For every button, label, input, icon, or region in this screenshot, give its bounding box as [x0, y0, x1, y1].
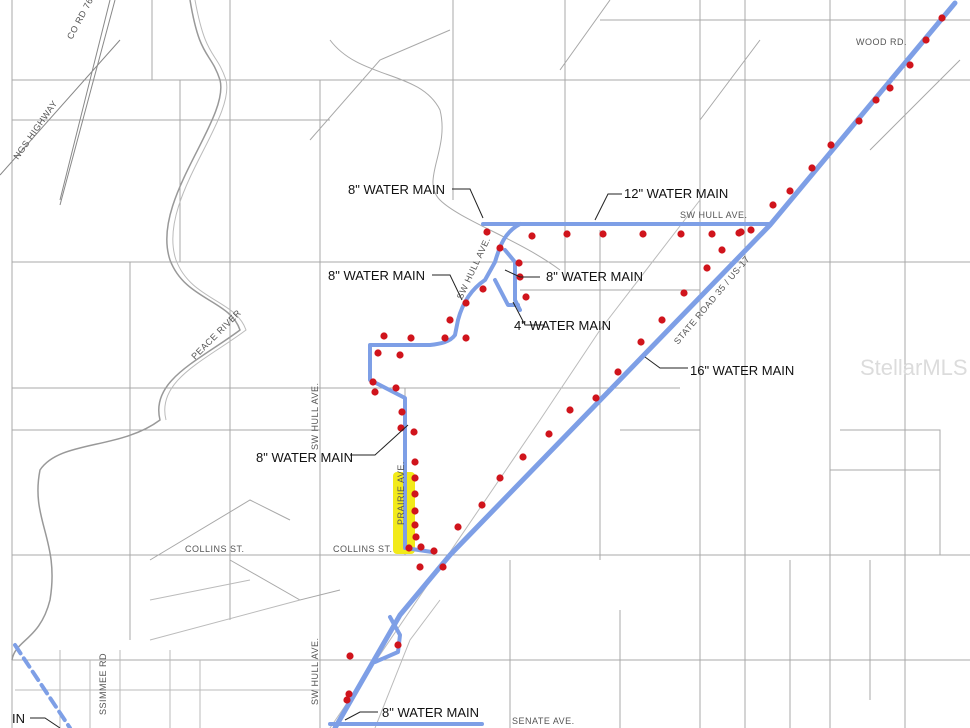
water-main-west-dashed: [13, 643, 72, 728]
hydrant-marker: [563, 230, 571, 238]
hydrant-marker: [369, 378, 377, 386]
road-label-highway: NGS HIGHWAY: [11, 98, 59, 161]
hydrant-marker: [566, 406, 574, 414]
hydrant-marker: [407, 334, 415, 342]
hydrant-marker: [637, 338, 645, 346]
road-label-prairie-ave: PRAIRIE AVE.: [396, 461, 406, 525]
road-label-co-rd: CO RD 769: [65, 0, 98, 41]
hydrant-marker: [680, 289, 688, 297]
hydrant-marker: [922, 36, 930, 44]
label-8in-prairie: 8" WATER MAIN: [256, 450, 353, 465]
hydrant-marker: [769, 201, 777, 209]
water-main-16in-sr35: [332, 0, 958, 728]
hydrant-marker: [747, 226, 755, 234]
hydrant-marker: [439, 563, 447, 571]
peace-river-bank: [164, 0, 247, 421]
water-mains: [13, 0, 958, 728]
hydrant-marker: [416, 563, 424, 571]
hydrant-marker: [545, 430, 553, 438]
hydrant-marker: [855, 117, 863, 125]
hydrant-marker: [703, 264, 711, 272]
hydrant-marker: [592, 394, 600, 402]
peace-river: [11, 0, 241, 661]
label-cutoff: IN: [12, 711, 25, 726]
hydrant-marker: [345, 690, 353, 698]
road-label-collins-west: COLLINS ST.: [185, 544, 245, 554]
hydrant-marker: [519, 453, 527, 461]
hydrant-marker: [462, 299, 470, 307]
hydrant-marker: [398, 408, 406, 416]
hydrants: [343, 14, 946, 704]
road-label-hull-ave-south: SW HULL AVE.: [310, 637, 320, 705]
hydrant-marker: [708, 230, 716, 238]
hydrant-marker: [872, 96, 880, 104]
label-8in-south: 8" WATER MAIN: [382, 705, 479, 720]
watermark: StellarMLS: [860, 355, 968, 380]
hydrant-marker: [886, 84, 894, 92]
hydrant-marker: [410, 428, 418, 436]
hydrant-marker: [483, 228, 491, 236]
hydrant-marker: [515, 259, 523, 267]
hydrant-marker: [718, 246, 726, 254]
hydrant-marker: [374, 349, 382, 357]
hydrant-marker: [496, 474, 504, 482]
label-8in-loop: 8" WATER MAIN: [546, 269, 643, 284]
hydrant-marker: [412, 533, 420, 541]
hydrant-marker: [405, 544, 413, 552]
hydrant-marker: [786, 187, 794, 195]
water-main-8in-loop: [493, 248, 522, 312]
hydrant-marker: [346, 652, 354, 660]
hydrant-marker: [906, 61, 914, 69]
road-label-wood-rd: WOOD RD.: [856, 37, 907, 47]
hydrant-marker: [417, 543, 425, 551]
road-label-state-road: STATE ROAD 35 / US-17: [672, 254, 752, 346]
hydrant-marker: [478, 501, 486, 509]
hydrant-marker: [396, 351, 404, 359]
label-16in-sr35: 16" WATER MAIN: [690, 363, 794, 378]
hydrant-marker: [677, 230, 685, 238]
hydrant-marker: [522, 293, 530, 301]
hydrant-marker: [827, 141, 835, 149]
label-12in-hull: 12" WATER MAIN: [624, 186, 728, 201]
hydrant-marker: [411, 474, 419, 482]
hydrant-marker: [371, 388, 379, 396]
hydrant-marker: [462, 334, 470, 342]
hydrant-marker: [658, 316, 666, 324]
label-8in-north: 8" WATER MAIN: [348, 182, 445, 197]
hydrant-marker: [380, 332, 388, 340]
hydrant-marker: [441, 334, 449, 342]
leader-lines: [30, 188, 688, 728]
hydrant-marker: [496, 244, 504, 252]
hydrant-marker: [938, 14, 946, 22]
road-label-senate-ave: SENATE AVE.: [512, 716, 575, 726]
hydrant-marker: [454, 523, 462, 531]
hydrant-marker: [808, 164, 816, 172]
hydrant-marker: [446, 316, 454, 324]
hydrant-marker: [479, 285, 487, 293]
road-label-hull-ave-west: SW HULL AVE.: [310, 382, 320, 450]
hydrant-marker: [343, 696, 351, 704]
hydrant-marker: [639, 230, 647, 238]
hydrant-marker: [528, 232, 536, 240]
hydrant-marker: [394, 641, 402, 649]
hydrant-marker: [411, 458, 419, 466]
hydrant-marker: [392, 384, 400, 392]
label-4in-loop: 4" WATER MAIN: [514, 318, 611, 333]
hydrant-marker: [430, 547, 438, 555]
road-label-hull-ave-east: SW HULL AVE.: [680, 210, 748, 220]
label-8in-diag: 8" WATER MAIN: [328, 268, 425, 283]
hydrant-marker: [614, 368, 622, 376]
hydrant-marker: [411, 490, 419, 498]
hydrant-marker: [735, 229, 743, 237]
road-label-collins-east: COLLINS ST.: [333, 544, 393, 554]
hydrant-marker: [599, 230, 607, 238]
tributary: [329, 39, 561, 271]
road-label-kissimmee-rd: SSIMMEE RD: [98, 653, 108, 715]
hydrant-marker: [411, 507, 419, 515]
hydrant-marker: [397, 424, 405, 432]
hydrant-marker: [411, 521, 419, 529]
